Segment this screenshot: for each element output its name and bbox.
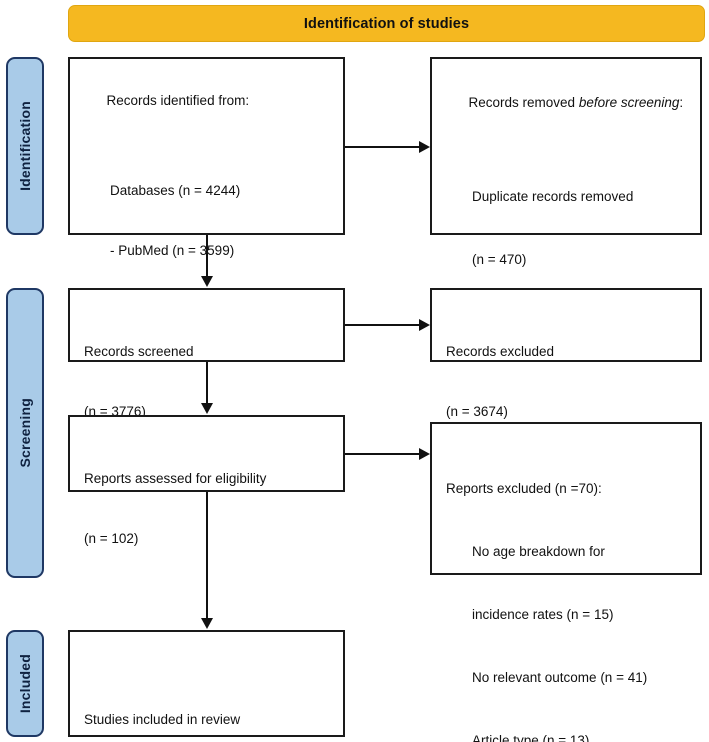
box-studies-included: Studies included in review (n = 32) — [68, 630, 345, 737]
box-records-removed-text: Records removed before screening: Duplic… — [446, 71, 686, 312]
box-records-removed: Records removed before screening: Duplic… — [430, 57, 702, 267]
box-records-excluded-text: Records excluded (n = 3674) — [446, 302, 686, 462]
connector-screened-to-assessed — [206, 362, 208, 404]
banner-title: Identification of studies — [303, 15, 470, 32]
reports-assessed-count: (n = 102) — [84, 531, 139, 546]
arrow-down-icon — [201, 403, 213, 414]
box-records-screened: Records screened (n = 3776) — [68, 288, 345, 419]
box-reports-excluded-text: Reports excluded (n =70): No age breakdo… — [446, 436, 686, 742]
reports-excluded-reason-1-line-2: incidence rates (n = 15) — [472, 607, 614, 622]
reports-excluded-reason-2: No relevant outcome (n = 41) — [472, 670, 648, 685]
records-removed-duplicates-count: (n = 470) — [472, 252, 527, 267]
records-screened-label: Records screened — [84, 344, 194, 359]
reports-excluded-reason-3: Article type (n = 13) — [472, 733, 590, 742]
arrow-right-icon — [419, 141, 430, 153]
records-identified-heading: Records identified from: — [106, 93, 250, 108]
connector-identified-to-screened — [206, 235, 208, 278]
stage-tab-identification-label: Identification — [17, 101, 33, 191]
records-removed-heading-italic: before screening — [578, 95, 680, 110]
box-reports-assessed-text: Reports assessed for eligibility (n = 10… — [84, 429, 329, 589]
stage-tab-included: Included — [6, 630, 44, 737]
arrow-down-icon — [201, 618, 213, 629]
connector-assessed-to-included — [206, 492, 208, 619]
box-records-excluded: Records excluded (n = 3674) — [430, 288, 702, 419]
spacer — [446, 134, 686, 144]
box-reports-assessed: Reports assessed for eligibility (n = 10… — [68, 415, 345, 546]
stage-tab-included-label: Included — [17, 653, 33, 714]
reports-assessed-label: Reports assessed for eligibility — [84, 471, 267, 486]
spacer — [84, 131, 329, 141]
connector-assessed-to-reports-excluded — [345, 453, 421, 455]
reports-excluded-reason-1-line-1: No age breakdown for — [472, 544, 605, 559]
arrow-right-icon — [419, 319, 430, 331]
reports-excluded-heading: Reports excluded (n =70): — [446, 481, 602, 496]
stage-tab-identification: Identification — [6, 57, 44, 235]
diagram-banner: Identification of studies — [68, 5, 705, 42]
records-excluded-count: (n = 3674) — [446, 404, 508, 419]
records-removed-heading-part1: Records removed — [468, 95, 579, 110]
box-records-identified: Records identified from: Databases (n = … — [68, 57, 345, 428]
records-identified-databases: Databases (n = 4244) — [110, 183, 241, 198]
connector-identified-to-removed — [345, 146, 421, 148]
stage-tab-screening: Screening — [6, 288, 44, 578]
studies-included-label: Studies included in review — [84, 712, 241, 727]
arrow-down-icon — [201, 276, 213, 287]
box-reports-excluded: Reports excluded (n =70): No age breakdo… — [430, 422, 702, 742]
records-excluded-label: Records excluded — [446, 344, 555, 359]
box-studies-included-text: Studies included in review (n = 32) — [84, 644, 329, 742]
arrow-right-icon — [419, 448, 430, 460]
connector-screened-to-excluded — [345, 324, 421, 326]
stage-tab-screening-label: Screening — [17, 398, 33, 468]
records-identified-pubmed: - PubMed (n = 3599) — [110, 243, 235, 258]
records-removed-heading-part2: : — [679, 95, 684, 110]
records-removed-duplicates: Duplicate records removed — [472, 189, 634, 204]
